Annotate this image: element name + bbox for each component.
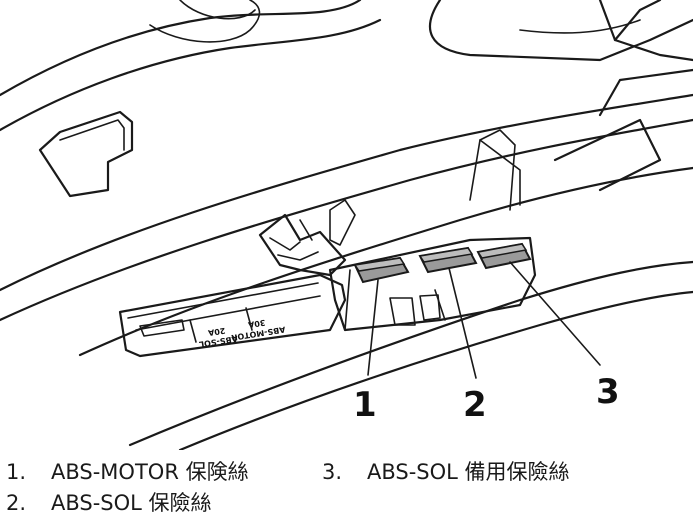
frame-outline — [0, 0, 693, 198]
label-motor-rating: 30A — [247, 318, 266, 330]
legend-num-3: 3. — [322, 460, 343, 484]
legend-item-2: 2. ABS-SOL 保險絲 — [6, 487, 212, 517]
label-sol-rating: 20A — [207, 326, 226, 338]
legend-num-2: 2. — [6, 491, 27, 515]
fuse-1 — [353, 256, 410, 284]
fuse-box-illustration: ABS-MOTOR 30A ABS-SOL 20A 1 2 3 — [0, 0, 693, 450]
wire-harness — [258, 213, 347, 277]
fuse-3 — [476, 242, 532, 270]
leader-lines — [367, 261, 601, 379]
callout-1: 1 — [353, 385, 377, 425]
legend-item-3: 3. ABS-SOL 備用保險絲 — [322, 456, 570, 486]
legend-text-3: ABS-SOL 備用保險絲 — [367, 460, 570, 484]
legend-item-1: 1. ABS-MOTOR 保険絲 — [6, 456, 249, 486]
legend-text-1: ABS-MOTOR 保険絲 — [51, 460, 249, 484]
fuse-box: ABS-MOTOR 30A ABS-SOL 20A — [118, 199, 537, 358]
legend-text-2: ABS-SOL 保險絲 — [51, 491, 212, 515]
fuse-2 — [418, 246, 478, 274]
legend-num-1: 1. — [6, 460, 27, 484]
callout-3: 3 — [596, 372, 620, 412]
callout-2: 2 — [463, 385, 487, 425]
rails — [0, 68, 693, 450]
